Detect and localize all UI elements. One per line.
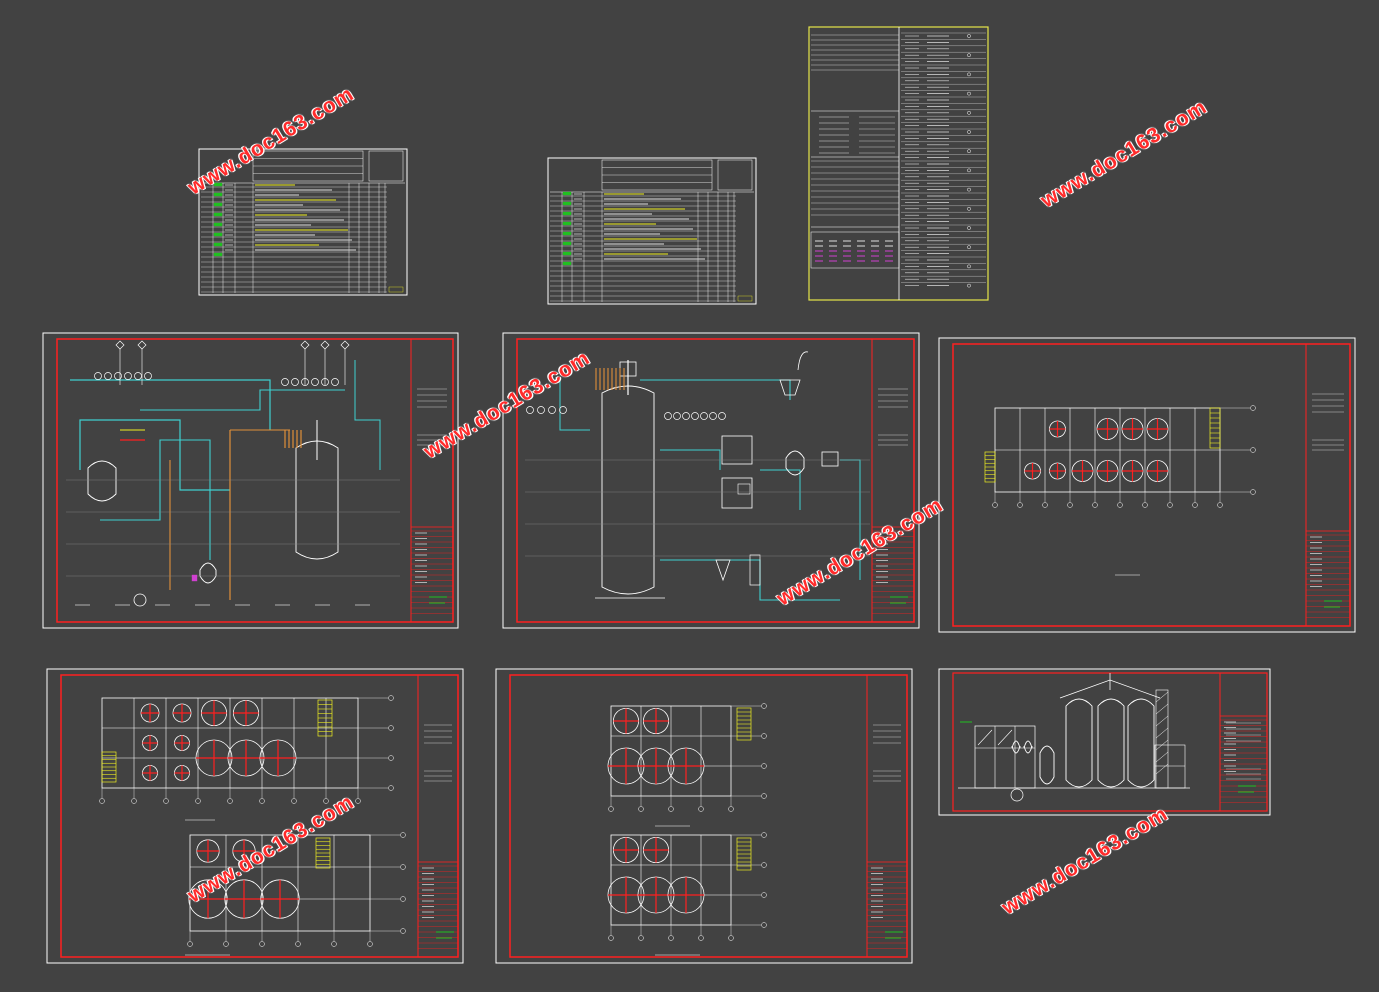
floor-plan-sheet-3 bbox=[495, 668, 913, 964]
legend-sheet bbox=[808, 26, 989, 301]
equipment-list-sheet-2 bbox=[547, 157, 757, 305]
floor-plan-sheet-1 bbox=[938, 337, 1356, 633]
floor-plan-sheet-2 bbox=[46, 668, 464, 964]
equipment-list-sheet-1 bbox=[198, 148, 408, 296]
pid-sheet-2 bbox=[502, 332, 920, 629]
elevation-sheet bbox=[938, 668, 1271, 816]
pid-sheet-1 bbox=[42, 332, 459, 629]
